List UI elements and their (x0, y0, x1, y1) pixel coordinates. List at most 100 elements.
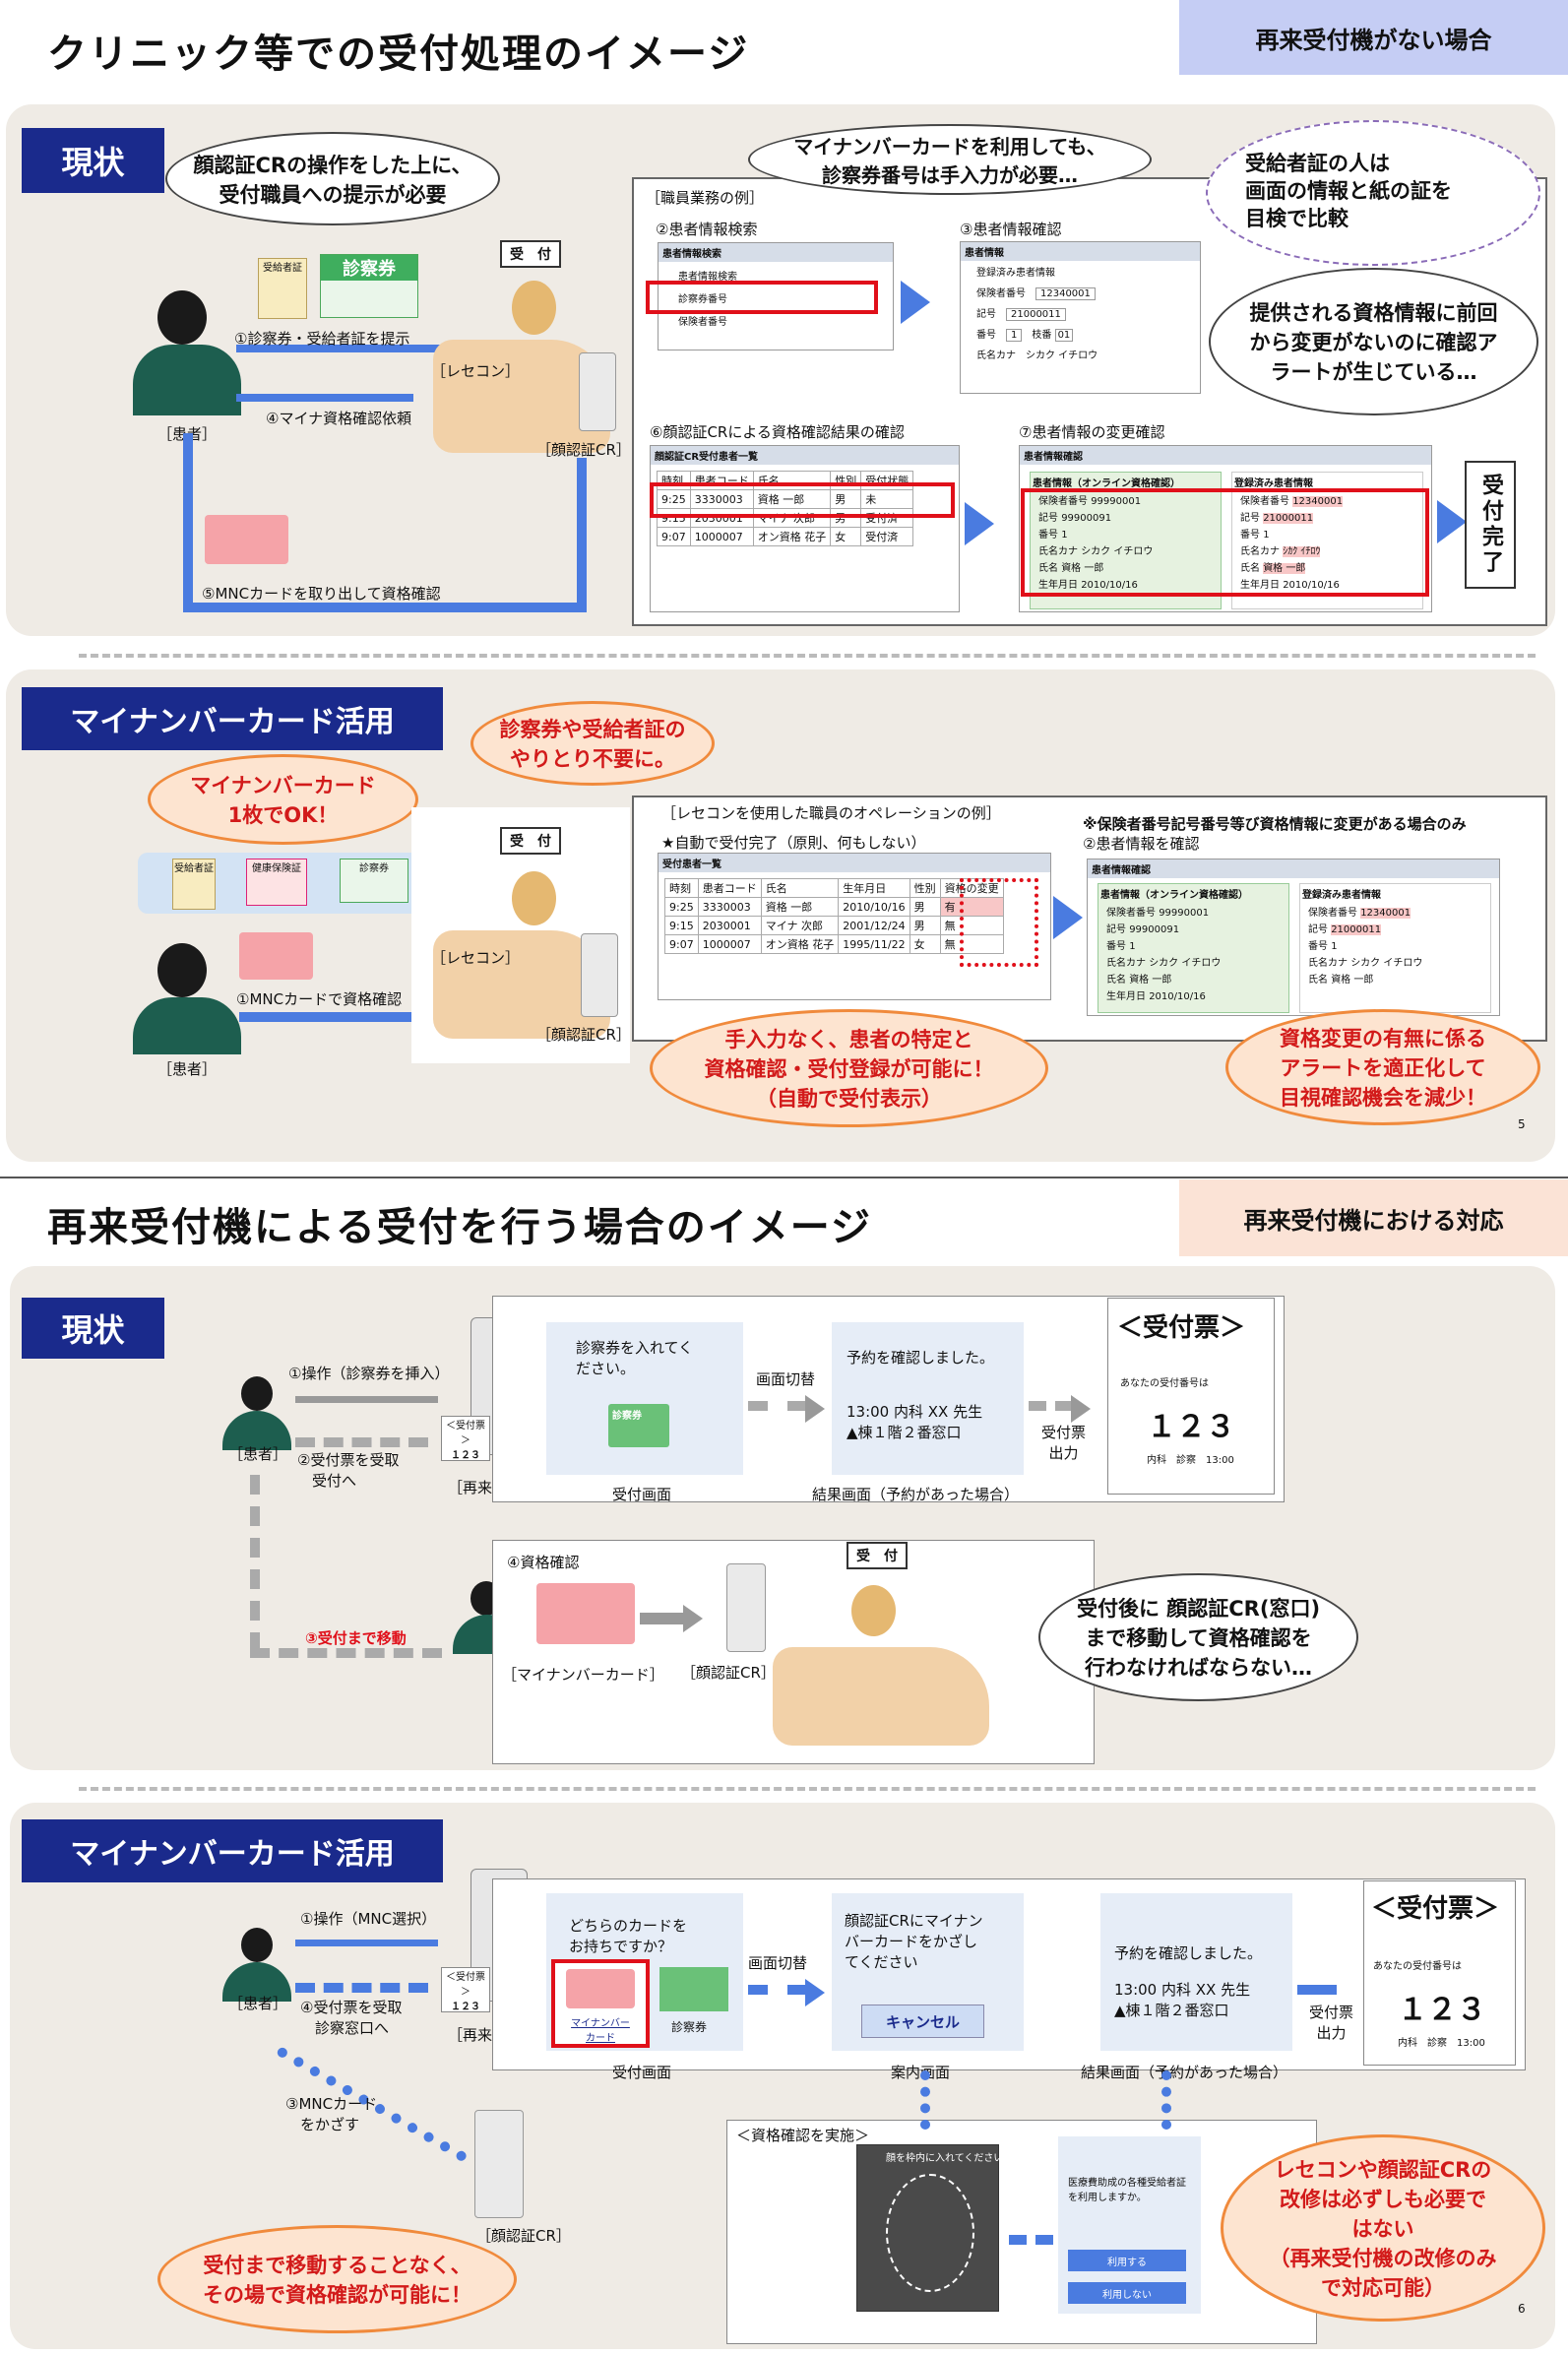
s2-oval-current: 受付後に 顔認証CR(窓口) まで移動して資格確認を 行わなければならない… (1038, 1573, 1358, 1701)
s2-mnc-arrow (640, 1613, 684, 1624)
staff-figure-2 (512, 871, 556, 925)
step4-label: ④マイナ資格確認依頼 (266, 410, 412, 427)
s2-switch-arrow (748, 1401, 807, 1411)
s2-mnc-arrow4 (295, 1983, 428, 1993)
s2-mnc-ticket (1363, 1880, 1516, 2066)
face-cr-device-2 (581, 933, 618, 1017)
s2-step4: ④資格確認 (507, 1554, 580, 1571)
confirm-window: 患者情報 登録済み患者情報 保険者番号 12340001 記号 21000011… (960, 241, 1201, 394)
card-insurance: 健康保険証 (246, 859, 307, 906)
s2-mnc-facecr (474, 2110, 524, 2218)
divider (79, 654, 1536, 658)
arrow-7-done (1437, 500, 1467, 543)
step3-label: ③患者情報確認 (960, 221, 1062, 238)
page-number-6: 6 (1518, 2302, 1526, 2316)
arrow-step1 (236, 345, 443, 352)
s2-mnc-facecr-label: ［顔認証CR］ (476, 2227, 571, 2245)
s2-screen2-cap: 結果画面（予約があった場合） (812, 1486, 1020, 1503)
s2-verify-box (726, 2120, 1317, 2344)
arrow-2-3 (901, 281, 930, 324)
s2-mnc-switch-arrow (748, 1985, 807, 1995)
s2-mnc-mini-ticket: ＜受付票＞ １２３ (441, 1967, 490, 2012)
s2-mnc-cancel-button[interactable]: キャンセル (861, 2005, 984, 2038)
patient-label-2: ［患者］ (157, 1060, 218, 1078)
step6-label: ⑥顔認証CRによる資格確認結果の確認 (650, 423, 905, 441)
s2-mnc-screen1-text: どちらのカードを お持ちですか？ (569, 1917, 688, 1955)
arrow-step5-up (577, 458, 587, 612)
s2-reception-sign: 受 付 (847, 1542, 908, 1569)
s2-mnc-select-card-label: 診察券 (671, 2020, 708, 2034)
card-consult: 診察券 (340, 859, 408, 903)
step5-label: ⑤MNCカードを取り出して資格確認 (202, 585, 441, 603)
staff-figure (512, 281, 556, 335)
s2-arrow1 (295, 1396, 438, 1403)
arrow-step5-v (183, 433, 193, 612)
s2-verify-title: ＜資格確認を実施＞ (736, 2127, 870, 2144)
mnc-card-icon (205, 515, 288, 564)
arrow-6-7 (965, 502, 994, 545)
reception-sign: 受 付 (500, 240, 561, 268)
change-window: 患者情報確認 患者情報（オンライン資格確認） 保険者番号 99990001 記号… (1019, 445, 1432, 612)
slide-tag: 再来受付機がない場合 (1179, 0, 1568, 75)
s2-mnc-switch-head (805, 1979, 825, 2006)
s2-mnc-ticket-num: １２３ (1398, 1993, 1486, 2027)
s2-mnc-screen3-text: 予約を確認しました。 (1114, 1944, 1263, 1962)
s2-switch: 画面切替 (756, 1370, 816, 1388)
s2-mnc-screen3-detail: 13:00 内科 XX 先生 ▲棟１階２番窓口 (1114, 1981, 1251, 2019)
s2-screen1 (546, 1322, 743, 1475)
arrow-mnc-list-change (1053, 896, 1083, 939)
s2-step2: ②受付票を受取 受付へ (297, 1451, 400, 1490)
slide-5: クリニック等での受付処理のイメージ 再来受付機がない場合 現状 顔認証CRの操作… (0, 0, 1568, 1172)
s2-mnc-arrow1 (295, 1940, 438, 1946)
s2-mnc-screen1-cap: 受付画面 (612, 2064, 672, 2081)
s2-ticket-foot: 内科 診察 13:00 (1147, 1455, 1234, 1466)
s2-mnc-select-mnc[interactable]: マイナンバー カード (551, 1959, 650, 2048)
recepcon-label-2: ［レセコン］ (431, 949, 521, 967)
s2-mini-ticket: ＜受付票＞ １２３ (441, 1416, 490, 1461)
s2-switch-head (805, 1395, 825, 1423)
s2-oval-right: レセコンや顔認証CRの 改修は必ずしも必要で はない （再来受付機の改修のみ で… (1221, 2134, 1545, 2322)
bubble-operation: 顔認証CRの操作をした上に、 受付職員への提示が必要 (165, 132, 500, 225)
s2-staff (851, 1585, 896, 1636)
list-highlight (650, 482, 955, 518)
s2-verify-arrow (1009, 2235, 1053, 2245)
s2-oval-left: 受付まで移動することなく、 その場で資格確認が可能に！ (157, 2225, 517, 2333)
s2-patient-label: ［患者］ (228, 1445, 288, 1463)
oval-auto: 手入力なく、患者の特定と 資格確認・受付登録が可能に！ （自動で受付表示） (650, 1009, 1048, 1127)
auto-label: ★自動で受付完了（原則、何もしない） (661, 834, 926, 852)
s2-use-button[interactable]: 利用する (1068, 2250, 1186, 2271)
step2-label: ②患者情報検索 (656, 221, 758, 238)
mnc-card-icon-2 (239, 932, 313, 980)
s2-screen1-cap: 受付画面 (612, 1486, 672, 1503)
s2-out-head (1071, 1395, 1091, 1423)
ops-title: ［レセコンを使用した職員のオペレーションの例］ (661, 804, 1001, 822)
s2-move-h (250, 1648, 442, 1658)
s2-guide-down (920, 2070, 930, 2130)
cloud-text: 受給者証の人は 画面の情報と紙の証を 目検で比較 (1245, 152, 1452, 230)
card-recipient: 受給者証 (172, 859, 216, 910)
s2-mnc-ticket-title: ＜受付票＞ (1371, 1894, 1500, 1924)
s2-ticket-title: ＜受付票＞ (1117, 1313, 1246, 1343)
s2-out-arrow (1029, 1401, 1073, 1411)
facecr-label: ［顔認証CR］ (536, 441, 631, 459)
bubble-one-card: マイナンバーカード 1枚でOK！ (148, 754, 418, 845)
search-window: 患者情報検索 患者情報検索 診察券番号 保険者番号 (658, 242, 894, 350)
s2-no-use-button[interactable]: 利用しない (1068, 2282, 1186, 2304)
s2-face-frame-text: 顔を枠内に入れてください。 (886, 2153, 1014, 2164)
s2-mnc-select-card[interactable] (659, 1967, 728, 2011)
facecr-label-2: ［顔認証CR］ (536, 1026, 631, 1044)
s2-facecr-dev (726, 1563, 766, 1652)
s2-mnc-screen2-text: 顔認証CRにマイナン バーカードをかざし てください (845, 1912, 983, 1971)
s2-divider (79, 1787, 1536, 1791)
s2-mnc-screen3 (1100, 1893, 1292, 2051)
s2-ticket (1107, 1298, 1275, 1495)
s2-mnc-step4: ④受付票を受取 診察窓口へ (300, 1999, 403, 2037)
s2-screen1-card: 診察券 (608, 1404, 669, 1447)
s2-mnc-ticket-sub: あなたの受付番号は (1373, 1961, 1462, 1972)
s2-mnc-step1: ①操作（MNC選択） (300, 1910, 437, 1928)
only-if-label: ※保険者番号記号番号等び資格情報に変更がある場合のみ (1083, 815, 1467, 833)
s2-screen2-detail: 13:00 内科 XX 先生 ▲棟１階２番窓口 (847, 1403, 983, 1441)
change-highlight (1021, 488, 1429, 597)
s2-step1: ①操作（診察券を挿入） (288, 1365, 450, 1382)
